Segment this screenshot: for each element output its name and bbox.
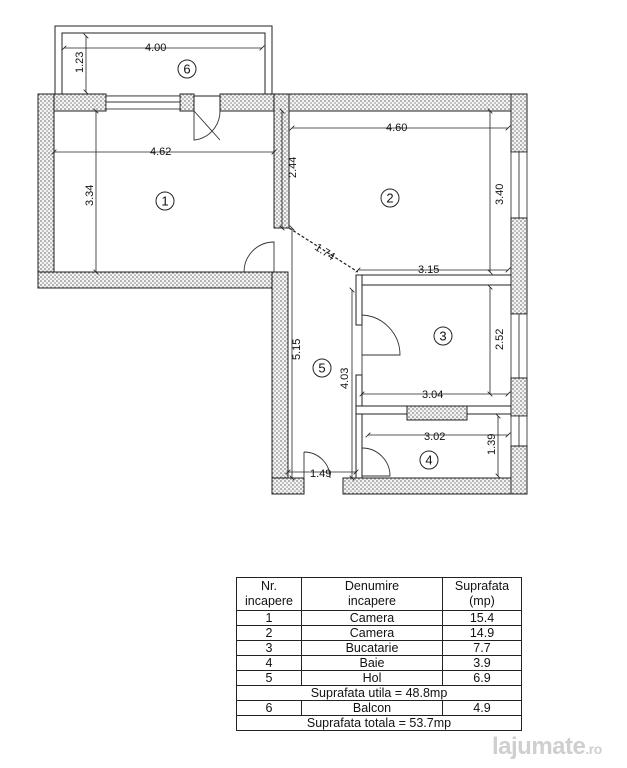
table-row: 4 Baie 3.9: [236, 655, 522, 671]
dim-hall-inner: 4.03: [339, 368, 351, 389]
useful-total: Suprafata utila = 48.8mp: [236, 685, 522, 701]
cell-area: 4.9: [442, 700, 522, 716]
dim-room1-depth: 3.34: [84, 185, 96, 206]
dim-hall-length: 5.15: [291, 339, 303, 360]
cell-name: Baie: [301, 655, 443, 671]
cell-name: Bucatarie: [301, 640, 443, 656]
floor-plan: 4.00 1.23 4.62 3.34 2.44 4.60 3.40 1.74 …: [37, 25, 528, 495]
dim-room2-width: 4.60: [386, 122, 407, 134]
cell-name: Camera: [301, 625, 443, 641]
watermark-text: lajumate: [492, 733, 586, 760]
cell-nr: 4: [236, 655, 302, 671]
dim-room2-depth: 3.40: [494, 184, 506, 205]
dim-room1-width: 4.62: [150, 146, 171, 158]
room-markers: 1 2 3 4 5 6: [155, 59, 453, 470]
cell-area: 15.4: [442, 610, 522, 626]
doors: [193, 110, 401, 479]
room-marker-6: 6: [177, 59, 197, 79]
svg-text:6: 6: [183, 62, 190, 77]
dim-kitchen-width: 3.04: [422, 389, 443, 401]
header-nr: Nr. incapere: [236, 577, 302, 611]
room-area-table: Nr. incapere Denumire incapere Suprafata…: [236, 577, 522, 731]
dim-kitchen-depth: 2.52: [494, 329, 506, 350]
table-row: 2 Camera 14.9: [236, 625, 522, 641]
dim-balcony-depth: 1.23: [74, 52, 86, 73]
svg-text:2: 2: [386, 191, 393, 206]
balcony-row: 6 Balcon 4.9: [236, 700, 522, 716]
cell-name: Hol: [301, 670, 443, 686]
watermark-suffix: .ro: [585, 741, 602, 757]
table-row: 1 Camera 15.4: [236, 610, 522, 626]
grand-total: Suprafata totala = 53.7mp: [236, 715, 522, 731]
watermark-logo: lajumate.ro: [492, 733, 602, 761]
cell-nr: 3: [236, 640, 302, 656]
svg-text:4: 4: [425, 453, 432, 468]
cell-nr: 1: [236, 610, 302, 626]
cell-area: 3.9: [442, 655, 522, 671]
room-marker-5: 5: [312, 358, 332, 378]
interior-walls: [288, 227, 512, 479]
svg-text:3: 3: [439, 329, 446, 344]
room-marker-4: 4: [419, 450, 439, 470]
dim-room1-side: 2.44: [287, 157, 299, 178]
balcony: [54, 25, 273, 97]
cell-nr: 6: [236, 700, 302, 716]
room-marker-2: 2: [380, 188, 400, 208]
cell-name: Balcon: [301, 700, 443, 716]
dim-balcony-width: 4.00: [145, 42, 166, 54]
useful-total-row: Suprafata utila = 48.8mp: [236, 685, 522, 701]
header-area: Suprafata (mp): [442, 577, 522, 611]
cell-name: Camera: [301, 610, 443, 626]
cell-nr: 2: [236, 625, 302, 641]
header-name: Denumire incapere: [301, 577, 443, 611]
table-header-row: Nr. incapere Denumire incapere Suprafata…: [236, 577, 522, 611]
dimension-lines: [54, 36, 508, 478]
dimension-labels: 4.00 1.23 4.62 3.34 2.44 4.60 3.40 1.74 …: [74, 42, 506, 480]
cell-area: 6.9: [442, 670, 522, 686]
svg-text:1: 1: [161, 194, 168, 209]
table-row: 3 Bucatarie 7.7: [236, 640, 522, 656]
dim-entry-width: 1.49: [310, 468, 331, 480]
room-marker-3: 3: [433, 326, 453, 346]
cell-nr: 5: [236, 670, 302, 686]
room-marker-1: 1: [155, 191, 175, 211]
cell-area: 14.9: [442, 625, 522, 641]
dim-diagonal: 1.74: [312, 241, 337, 263]
exterior-walls: [37, 93, 528, 495]
dim-room2-bottom: 3.15: [418, 264, 439, 276]
table-row: 5 Hol 6.9: [236, 670, 522, 686]
grand-total-row: Suprafata totala = 53.7mp: [236, 715, 522, 731]
dim-bath-width: 3.02: [424, 431, 445, 443]
dim-bath-depth: 1.39: [486, 434, 498, 455]
cell-area: 7.7: [442, 640, 522, 656]
svg-text:5: 5: [318, 361, 325, 376]
